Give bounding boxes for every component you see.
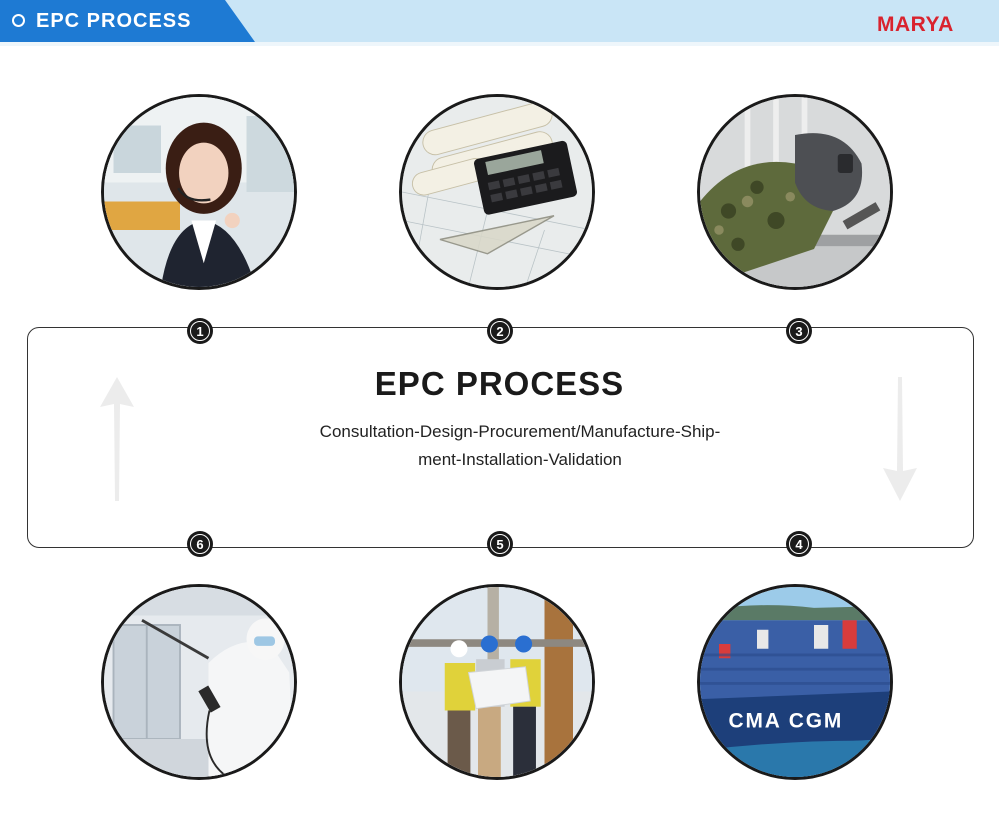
step-marker-4: 4 — [786, 531, 812, 557]
step-marker-3: 3 — [786, 318, 812, 344]
photo-design — [399, 94, 595, 290]
step-number: 2 — [490, 321, 510, 341]
arrow-up-icon — [100, 377, 134, 501]
photo-shipment: CMA CGM — [697, 584, 893, 780]
process-title: EPC PROCESS — [0, 365, 999, 403]
step-marker-2: 2 — [487, 318, 513, 344]
step-marker-5: 5 — [487, 531, 513, 557]
brand-name: MARYA — [877, 13, 954, 35]
photo-consultation — [101, 94, 297, 290]
header-tab: EPC PROCESS — [0, 0, 255, 42]
section-title: EPC PROCESS — [36, 10, 191, 33]
step-number: 6 — [190, 534, 210, 554]
process-description-line-1: Consultation-Design-Procurement/Manufact… — [295, 418, 745, 446]
step-marker-1: 1 — [187, 318, 213, 344]
svg-text:CMA CGM: CMA CGM — [729, 710, 844, 733]
header-divider — [0, 42, 999, 46]
step-number: 5 — [490, 534, 510, 554]
photo-validation — [101, 584, 297, 780]
step-number: 4 — [789, 534, 809, 554]
brand-logo: MARYA — [877, 11, 973, 35]
step-marker-6: 6 — [187, 531, 213, 557]
step-number: 1 — [190, 321, 210, 341]
photo-installation — [399, 584, 595, 780]
photo-procurement — [697, 94, 893, 290]
circle-bullet-icon — [12, 14, 25, 27]
arrow-down-icon — [883, 377, 917, 501]
step-number: 3 — [789, 321, 809, 341]
process-description-line-2: ment-Installation-Validation — [295, 446, 745, 474]
process-description: Consultation-Design-Procurement/Manufact… — [295, 418, 745, 474]
